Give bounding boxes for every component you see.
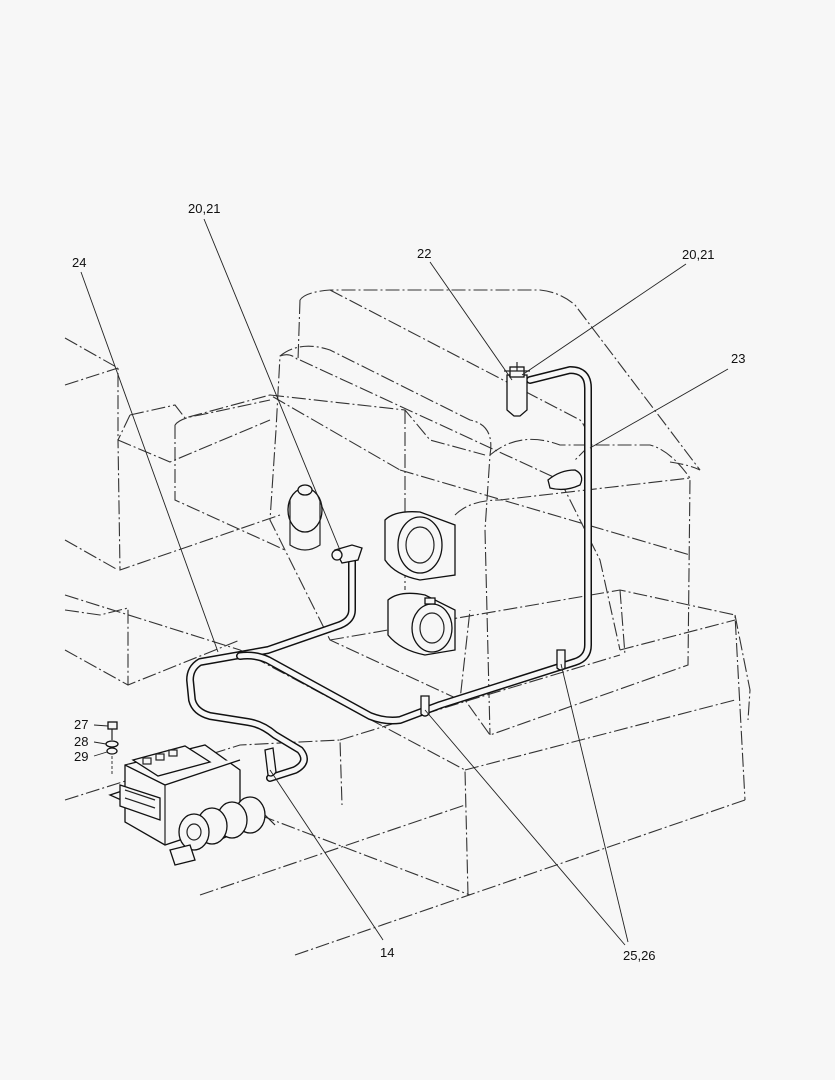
hose-clips: [264, 649, 566, 777]
leader-24: [80, 271, 219, 653]
callout-29: 29: [74, 749, 88, 764]
callouts: 20,21 24 22 20,21 23 27 28 29 14 25,26: [72, 201, 745, 963]
heater-hose-supply: [186, 551, 356, 782]
callout-20-21-left: 20,21: [188, 201, 221, 216]
leader-27: [93, 724, 109, 727]
heater-valve-upper: [504, 362, 530, 417]
mounting-hardware: [105, 721, 119, 775]
callout-14: 14: [380, 945, 394, 960]
leader-23: [589, 368, 729, 449]
coolant-reservoir: [287, 484, 323, 551]
starter-motor: [387, 592, 456, 656]
callout-24: 24: [72, 255, 86, 270]
leader-20-21-right: [521, 263, 687, 376]
fill-cap: [547, 469, 583, 491]
callout-25-26: 25,26: [623, 948, 656, 963]
leader-lines: [80, 218, 729, 946]
leader-25-26-a: [560, 663, 629, 943]
heater-unit: [108, 744, 276, 866]
leader-25-26-b: [424, 709, 626, 946]
callout-20-21-right: 20,21: [682, 247, 715, 262]
leader-28: [93, 741, 107, 745]
callout-23: 23: [731, 351, 745, 366]
alternator: [384, 511, 456, 581]
heater-hose-return: [236, 366, 592, 725]
leader-22: [429, 261, 513, 381]
callout-27: 27: [74, 717, 88, 732]
leader-29: [93, 751, 108, 757]
leader-20-21-left: [203, 218, 343, 556]
heater-valve-lower: [331, 544, 363, 564]
callout-28: 28: [74, 734, 88, 749]
callout-22: 22: [417, 246, 431, 261]
leader-14: [269, 769, 384, 941]
engine-phantom-outline: [64, 289, 751, 956]
